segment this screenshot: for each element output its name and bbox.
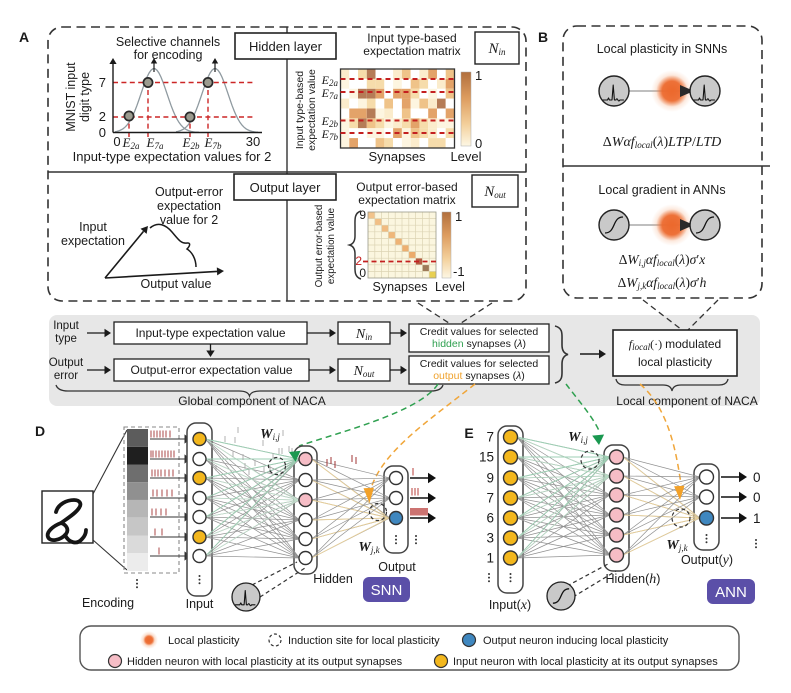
svg-text:Input: Input [53, 320, 79, 332]
svg-text:0: 0 [113, 134, 120, 149]
svg-text:9: 9 [359, 208, 366, 222]
svg-text:ΔWi,jαflocal(λ)σ′x: ΔWi,jαflocal(λ)σ′x [619, 252, 706, 268]
svg-text:1: 1 [486, 551, 494, 566]
svg-text:local plasticity: local plasticity [638, 355, 712, 369]
svg-text:Output layer: Output layer [250, 180, 321, 195]
svg-text:15: 15 [479, 450, 494, 465]
svg-text:-1: -1 [453, 264, 465, 279]
svg-text:expectation matrix: expectation matrix [358, 193, 455, 207]
svg-text:Encoding: Encoding [82, 596, 134, 610]
svg-text:expectation matrix: expectation matrix [363, 44, 460, 58]
svg-text:Wi,j: Wi,j [260, 427, 280, 442]
svg-text:output synapses (λ): output synapses (λ) [433, 370, 525, 382]
svg-text:6: 6 [486, 511, 494, 526]
svg-text:Input-type expectation value: Input-type expectation value [135, 326, 285, 340]
svg-text:Credit values for selected: Credit values for selected [420, 326, 539, 338]
svg-text:Output value: Output value [141, 277, 212, 291]
svg-text:Global component of NACA: Global component of NACA [178, 394, 325, 408]
svg-text:1: 1 [475, 68, 482, 83]
svg-text:Local component of NACA: Local component of NACA [616, 394, 757, 408]
svg-text:hidden synapses (λ): hidden synapses (λ) [432, 338, 526, 350]
svg-text:Input type-based: Input type-based [294, 71, 306, 149]
svg-text:E7a: E7a [146, 135, 164, 151]
svg-text:Output error-based: Output error-based [356, 180, 457, 194]
svg-text:Input(x): Input(x) [489, 598, 531, 613]
svg-text:Input-type expectation values: Input-type expectation values for 2 [73, 149, 272, 164]
svg-text:Input: Input [186, 597, 214, 611]
svg-text:0: 0 [475, 136, 482, 151]
svg-text:for encoding: for encoding [134, 48, 203, 62]
svg-text:2: 2 [99, 109, 106, 124]
svg-text:9: 9 [486, 471, 494, 486]
svg-text:E2a: E2a [122, 135, 140, 151]
svg-text:Nin: Nin [355, 327, 373, 342]
svg-text:Hidden(h): Hidden(h) [606, 572, 661, 587]
svg-text:Output-error: Output-error [155, 185, 223, 199]
svg-text:Level: Level [450, 149, 481, 164]
svg-text:Local plasticity: Local plasticity [168, 635, 240, 647]
svg-text:Output-error expectation value: Output-error expectation value [130, 363, 292, 377]
svg-text:E7b: E7b [321, 127, 339, 142]
svg-text:value for 2: value for 2 [160, 213, 218, 227]
svg-text:Output: Output [378, 560, 416, 574]
svg-text:Hidden: Hidden [313, 572, 353, 586]
svg-text:1: 1 [455, 209, 462, 224]
svg-text:digit type: digit type [78, 72, 92, 122]
svg-text:E2b: E2b [321, 114, 339, 129]
svg-text:E2b: E2b [182, 135, 200, 151]
svg-text:Output neuron inducing local p: Output neuron inducing local plasticity [483, 635, 669, 647]
svg-text:ANN: ANN [715, 584, 747, 601]
svg-text:3: 3 [486, 531, 494, 546]
svg-text:Nout: Nout [483, 184, 506, 200]
svg-text:Input type-based: Input type-based [367, 31, 456, 45]
svg-text:7: 7 [486, 430, 494, 445]
svg-text:Synapses: Synapses [368, 149, 426, 164]
svg-text:Induction site for local plast: Induction site for local plasticity [288, 635, 440, 647]
svg-text:7: 7 [486, 491, 494, 506]
svg-text:Hidden layer: Hidden layer [249, 39, 323, 54]
svg-text:Input neuron with local plasti: Input neuron with local plasticity at it… [453, 656, 718, 668]
svg-text:Level: Level [435, 280, 465, 294]
svg-text:B: B [538, 29, 548, 45]
svg-text:MNIST input: MNIST input [64, 62, 78, 132]
svg-text:expectation value: expectation value [306, 69, 318, 151]
svg-text:Output(y): Output(y) [681, 553, 733, 568]
svg-text:1: 1 [753, 511, 761, 526]
svg-text:Wj,k: Wj,k [666, 538, 688, 553]
svg-text:Local gradient in ANNs: Local gradient in ANNs [598, 183, 725, 197]
svg-text:Wj,k: Wj,k [358, 540, 380, 555]
svg-text:E7b: E7b [204, 135, 222, 151]
svg-text:0: 0 [753, 490, 761, 505]
svg-text:expectation value: expectation value [326, 207, 337, 284]
svg-text:2: 2 [355, 254, 362, 268]
svg-text:0: 0 [99, 125, 106, 140]
svg-text:A: A [19, 29, 29, 45]
svg-text:E: E [464, 425, 473, 441]
svg-text:Output error-based: Output error-based [314, 205, 325, 288]
svg-text:D: D [35, 423, 45, 439]
svg-text:Hidden neuron with local plast: Hidden neuron with local plasticity at i… [127, 656, 403, 668]
svg-text:Wi,j: Wi,j [568, 430, 588, 445]
svg-text:type: type [55, 333, 77, 345]
svg-text:E2a: E2a [321, 73, 339, 88]
svg-text:ΔWαflocal(λ)LTP/LTD: ΔWαflocal(λ)LTP/LTD [603, 135, 722, 150]
svg-text:SNN: SNN [371, 582, 403, 599]
svg-text:expectation: expectation [61, 234, 125, 248]
svg-text:flocal(·) modulated: flocal(·) modulated [629, 337, 721, 352]
svg-text:0: 0 [359, 266, 366, 280]
svg-text:Nin: Nin [487, 41, 506, 57]
svg-text:7: 7 [99, 75, 106, 90]
svg-text:Selective channels: Selective channels [116, 35, 220, 49]
svg-text:error: error [54, 370, 78, 382]
svg-text:Local plasticity in SNNs: Local plasticity in SNNs [597, 42, 728, 56]
svg-text:Input: Input [79, 220, 107, 234]
svg-text:0: 0 [753, 470, 761, 485]
svg-text:Credit values for selected: Credit values for selected [420, 358, 539, 370]
svg-text:expectation: expectation [157, 199, 221, 213]
svg-text:Synapses: Synapses [373, 280, 428, 294]
svg-text:Output: Output [49, 357, 84, 369]
svg-text:Nout: Nout [353, 364, 375, 379]
svg-text:E7a: E7a [321, 86, 339, 101]
svg-text:30: 30 [246, 134, 260, 149]
